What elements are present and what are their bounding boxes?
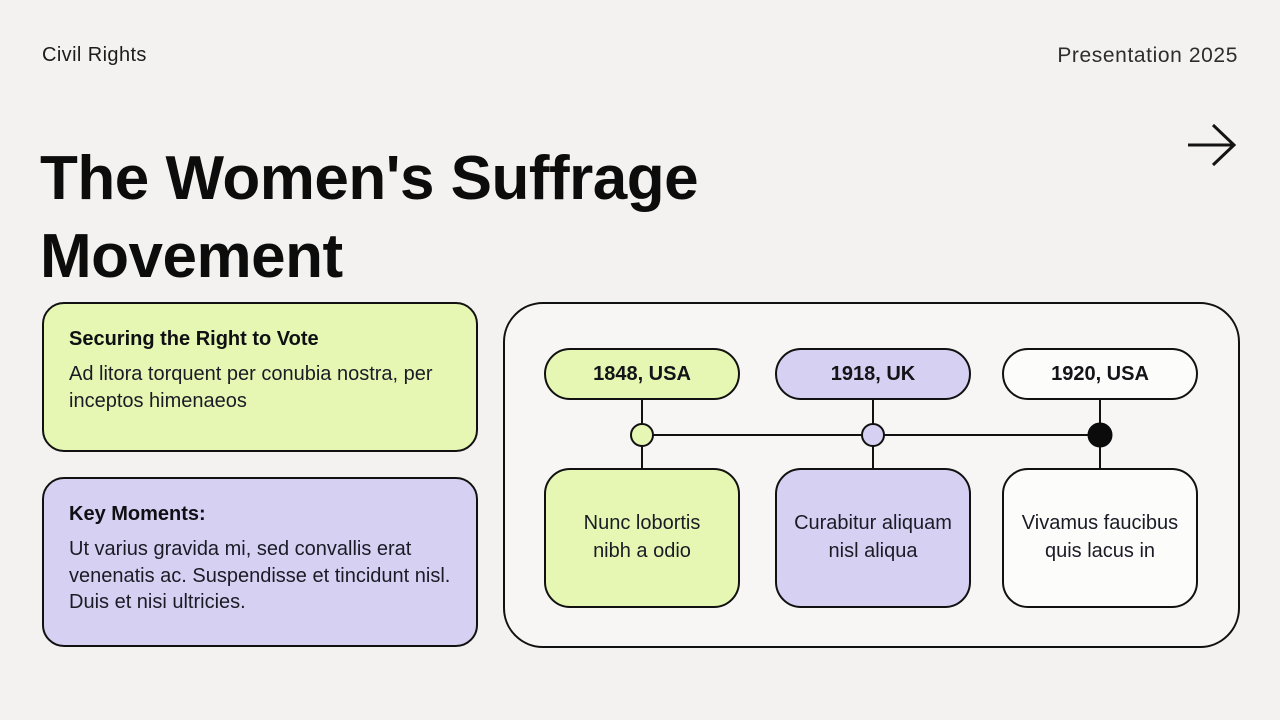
presentation-year-label: Presentation 2025 bbox=[1057, 44, 1238, 67]
slide-category-label: Civil Rights bbox=[42, 44, 147, 66]
right-arrow-icon bbox=[1186, 122, 1238, 168]
timeline-node-1918-icon bbox=[861, 423, 885, 447]
card-body: Ad litora torquent per conubia nostra, p… bbox=[69, 363, 433, 412]
timeline-node-1848-icon bbox=[630, 423, 654, 447]
info-card-key-moments: Key Moments: Ut varius gravida mi, sed c… bbox=[42, 477, 478, 647]
timeline-description-box: Nunc lobortis nibh a odio bbox=[544, 468, 740, 608]
timeline-description-box: Curabitur aliquam nisl aliqua bbox=[775, 468, 971, 608]
card-title: Key Moments: bbox=[69, 503, 206, 525]
slide-title: The Women's Suffrage Movement bbox=[40, 143, 699, 291]
info-card-securing-vote: Securing the Right to Vote Ad litora tor… bbox=[42, 302, 478, 452]
next-arrow-button[interactable] bbox=[1186, 122, 1238, 168]
timeline-date-pill: 1848, USA bbox=[544, 348, 740, 400]
timeline-node-1920-icon bbox=[1087, 422, 1113, 448]
timeline-date-pill: 1918, UK bbox=[775, 348, 971, 400]
timeline-date-pill: 1920, USA bbox=[1002, 348, 1198, 400]
timeline-panel: 1848, USA 1918, UK 1920, USA Nunc lobort… bbox=[503, 302, 1240, 648]
card-title: Securing the Right to Vote bbox=[69, 328, 319, 350]
timeline-description-box: Vivamus faucibus quis lacus in bbox=[1002, 468, 1198, 608]
card-body: Ut varius gravida mi, sed convallis erat… bbox=[69, 538, 451, 614]
